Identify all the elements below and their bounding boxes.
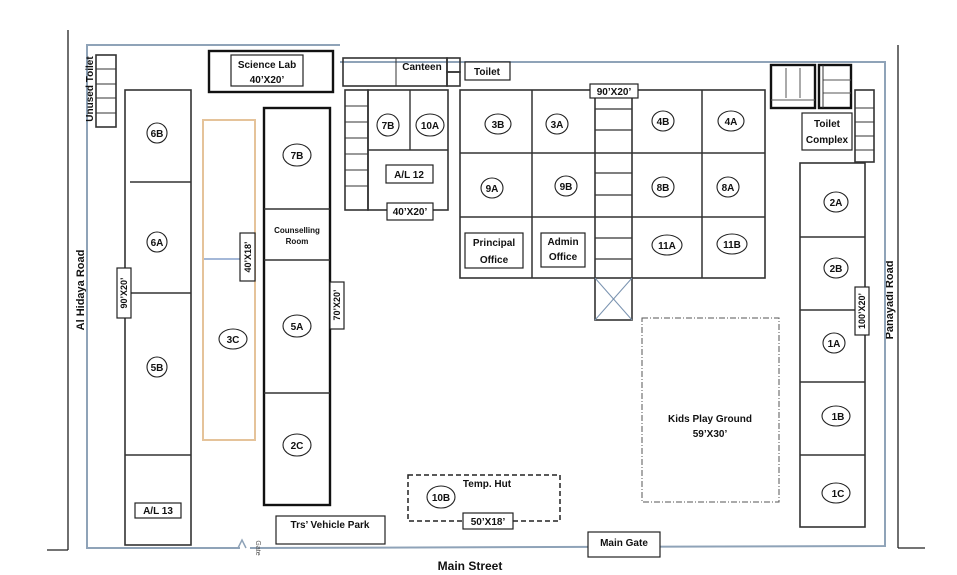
middle-block: 7B Counselling Room 5A 2C 70’X20’	[262, 106, 345, 507]
canteen: Canteen	[342, 57, 461, 87]
toilet-complex-line1: Toilet	[814, 119, 841, 130]
main-block: 90’X20’ 3B 3A 4B 4A 9A 9B 8B 8A 11A 11B …	[459, 83, 766, 321]
vehicle-park-label: Trs’ Vehicle Park	[291, 520, 370, 531]
panayadi-road-label: Panayadi Road	[884, 261, 896, 340]
temp-hut: Temp. Hut 10B 50’X18’	[407, 474, 561, 530]
canteen-block: 7B 10A A/L 12 40’X20’	[344, 89, 449, 221]
room-3b: 3B	[492, 120, 505, 131]
room-4a: 4A	[725, 117, 738, 128]
middle-block-size: 70’X20’	[332, 289, 342, 320]
room-10a: 10A	[421, 121, 439, 132]
temp-hut-name: Temp. Hut	[463, 479, 512, 490]
playground-size: 59’X30’	[693, 429, 728, 440]
side-gate-label: Gate	[254, 540, 261, 555]
science-lab-size: 40’X20’	[250, 75, 285, 86]
vehicle-park-box	[275, 515, 386, 545]
toilet-label: Toilet	[474, 67, 501, 78]
main-gate-label: Main Gate	[600, 538, 648, 549]
block-3c-size: 40’X18’	[243, 241, 253, 272]
toilet-complex: Toilet Complex	[769, 63, 875, 163]
room-4b: 4B	[657, 117, 670, 128]
boundary-wall	[86, 44, 886, 549]
room-11a: 11A	[658, 241, 676, 252]
right-block-size: 100’X20’	[857, 293, 867, 329]
main-block-size: 90’X20’	[597, 87, 632, 98]
left-block: 6B 6A 5B A/L 13 90’X20’	[116, 89, 192, 546]
room-7b-middle: 7B	[291, 151, 304, 162]
block-3c: 3C 40’X18’	[202, 119, 256, 441]
playground-name: Kids Play Ground	[668, 414, 752, 425]
left-block-size: 90’X20’	[119, 277, 129, 308]
right-block: 2A 2B 1A 1B 1C 100’X20’	[799, 162, 870, 528]
room-9b: 9B	[560, 182, 573, 193]
room-1b: 1B	[832, 412, 845, 423]
room-1a: 1A	[828, 339, 841, 350]
room-7b-canteen: 7B	[382, 121, 395, 132]
room-3a: 3A	[551, 120, 564, 131]
unused-toilet	[95, 54, 117, 128]
canteen-label: Canteen	[402, 62, 441, 73]
toilet-box	[464, 61, 511, 81]
main-street-label: Main Street	[438, 559, 503, 573]
room-9a: 9A	[486, 184, 499, 195]
room-11b: 11B	[723, 240, 741, 251]
temp-hut-size: 50’X18’	[471, 517, 506, 528]
room-10b: 10B	[432, 493, 450, 504]
toilet-complex-line2: Complex	[806, 135, 849, 146]
science-lab-name: Science Lab	[238, 60, 296, 71]
room-2a: 2A	[830, 198, 843, 209]
main-gate-box	[587, 531, 661, 558]
room-2b: 2B	[830, 264, 843, 275]
room-3c: 3C	[227, 335, 240, 346]
unused-toilet-label: Unused Toilet	[85, 56, 96, 122]
room-al-13: A/L 13	[143, 506, 173, 517]
room-8a: 8A	[722, 183, 735, 194]
science-lab: Science Lab 40’X20’	[207, 49, 335, 94]
room-5b: 5B	[151, 363, 164, 374]
room-1c: 1C	[832, 489, 845, 500]
canteen-block-size: 40’X20’	[393, 207, 428, 218]
room-2c: 2C	[291, 441, 304, 452]
room-6a: 6A	[151, 238, 164, 249]
room-5a: 5A	[291, 322, 304, 333]
principal-office-line2: Office	[480, 255, 509, 266]
admin-office-line1: Admin	[547, 237, 578, 248]
admin-office-line2: Office	[549, 252, 578, 263]
room-6b: 6B	[151, 129, 164, 140]
room-8b: 8B	[657, 183, 670, 194]
roads	[47, 30, 925, 551]
counselling-room-line2: Room	[286, 237, 309, 246]
kids-playground: Kids Play Ground 59’X30’	[641, 317, 780, 503]
room-al-12: A/L 12	[394, 170, 424, 181]
counselling-room-line1: Counselling	[274, 226, 320, 235]
principal-office-line1: Principal	[473, 238, 515, 249]
al-hidaya-road-label: Al Hidaya Road	[75, 250, 87, 331]
